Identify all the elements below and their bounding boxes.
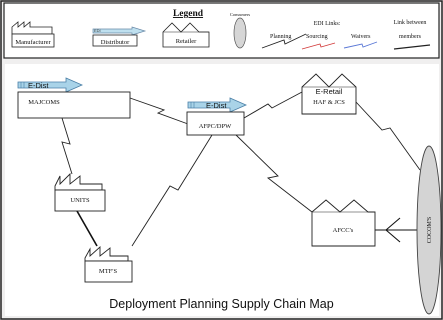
legend-title: Legend (173, 9, 204, 19)
legend: Legend Manufacturer EDI Distributor Reta… (3, 2, 440, 59)
legend-link-between-members: Link between members (394, 20, 431, 50)
majcoms-label: MAJCOMS (28, 99, 60, 106)
svg-text:Waivers: Waivers (351, 34, 371, 40)
svg-text:EDI: EDI (94, 28, 101, 33)
node-units: UNITS (54, 172, 106, 212)
svg-text:Manufacturer: Manufacturer (15, 39, 51, 46)
link-afpc-mtf (131, 134, 213, 247)
afpc-edist-label: E-Dist (206, 101, 227, 110)
svg-text:Planning: Planning (270, 34, 291, 40)
svg-text:EDI Links:: EDI Links: (314, 21, 341, 27)
svg-text:members: members (399, 34, 422, 40)
units-label: UNITS (70, 197, 90, 204)
afpc-label: AFPC/DPW (199, 123, 232, 130)
node-cocoms: COCOM'S (416, 145, 442, 315)
legend-planning: Planning (261, 33, 307, 49)
link-haf-cocom (355, 101, 421, 171)
majcoms-edist-label: E-Dist (28, 81, 49, 90)
legend-edi-links: EDI Links: Sourcing Waivers (301, 21, 378, 50)
node-majcoms: E-Dist MAJCOMS (17, 77, 131, 119)
legend-consumers: Consumers (230, 12, 250, 49)
afcc-label: AFCC's (333, 227, 354, 234)
haf-eretail-label: E-Retail (316, 87, 343, 96)
link-units-mtf (76, 210, 98, 247)
cocom-label: COCOM'S (427, 217, 433, 243)
legend-manufacturer: Manufacturer (11, 21, 55, 48)
link-afpc-afcc (235, 134, 313, 213)
node-afccs: AFCC's (311, 199, 376, 247)
legend-retailer: Retailer (162, 22, 210, 48)
link-majcoms-afpc (129, 97, 189, 125)
node-mtf: MTF'S (84, 245, 133, 283)
haf-label: HAF & JCS (313, 99, 345, 106)
svg-text:Retailer: Retailer (176, 38, 197, 45)
svg-text:Sourcing: Sourcing (306, 34, 328, 40)
svg-text:Consumers: Consumers (230, 12, 250, 17)
diagram-caption: Deployment Planning Supply Chain Map (109, 297, 334, 311)
node-haf-jcs: E-Retail HAF & JCS (301, 73, 357, 115)
svg-text:Distributor: Distributor (101, 39, 130, 46)
planning-links (61, 91, 421, 247)
link-majcoms-units (61, 117, 73, 175)
svg-text:Link between: Link between (394, 20, 427, 26)
mtf-label: MTF'S (99, 268, 118, 275)
node-afpc-dpw: E-Dist AFPC/DPW (186, 97, 247, 136)
link-afpc-haf (243, 91, 303, 119)
legend-distributor: EDI Distributor (92, 26, 147, 47)
link-afcc-cocom (375, 217, 421, 243)
